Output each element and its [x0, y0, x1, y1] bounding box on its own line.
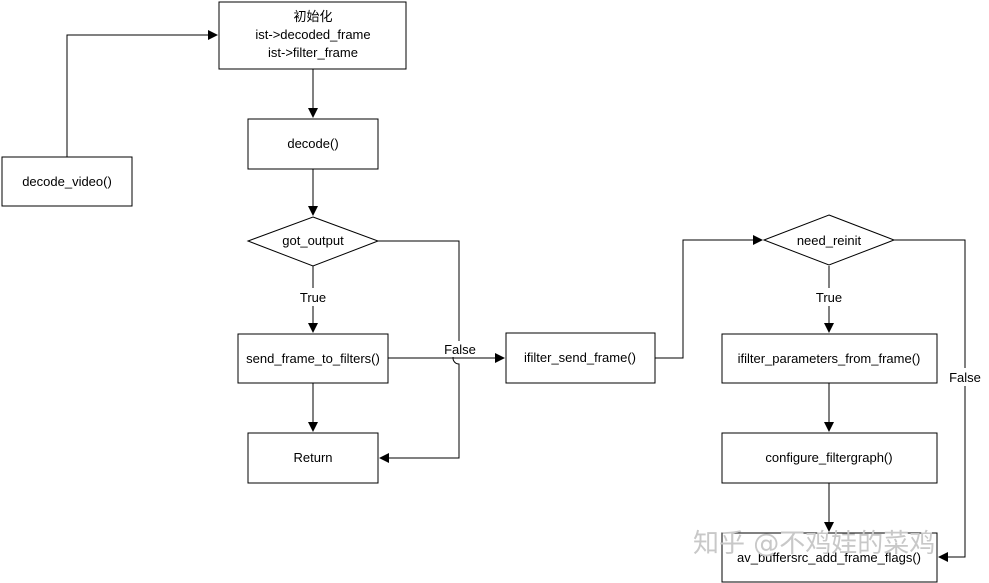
need-reinit-label: need_reinit [797, 233, 862, 248]
init-line-filter-frame: ist->filter_frame [268, 45, 358, 60]
got-output-decision: got_output [246, 216, 380, 267]
edge-label-bg [947, 368, 983, 386]
ifilter-send-frame-node: ifilter_send_frame() [505, 332, 656, 384]
decode-video-label: decode_video() [22, 174, 112, 189]
decode-node: decode() [247, 118, 379, 170]
arrowhead [824, 422, 834, 432]
configure-filtergraph-label: configure_filtergraph() [765, 450, 892, 465]
got-output-true-label: True [300, 290, 326, 305]
ifilter-parameters-from-frame-label: ifilter_parameters_from_frame() [738, 351, 921, 366]
arrowhead [824, 522, 834, 532]
init-title: 初始化 [293, 9, 332, 24]
decode-video-node: decode_video() [1, 156, 133, 207]
edge-label-bg [812, 288, 846, 306]
decode-label: decode() [287, 136, 338, 151]
arrowhead [824, 323, 834, 333]
return-label: Return [293, 450, 332, 465]
arrowhead [308, 323, 318, 333]
arrowhead [938, 552, 948, 562]
got-output-false-label: False [444, 342, 476, 357]
arrowhead [308, 422, 318, 432]
arrowhead [379, 453, 389, 463]
init-line-decoded-frame: ist->decoded_frame [255, 27, 370, 42]
init-node: 初始化 ist->decoded_frame ist->filter_frame [218, 1, 407, 70]
edge-need-reinit-false [894, 239, 966, 558]
send-frame-to-filters-label: send_frame_to_filters() [246, 351, 380, 366]
arrowhead [495, 353, 505, 363]
arrowhead [308, 108, 318, 118]
av-buffersrc-add-frame-flags-node: av_buffersrc_add_frame_flags() [721, 532, 938, 583]
arrowhead [208, 30, 218, 40]
av-buffersrc-add-frame-flags-label: av_buffersrc_add_frame_flags() [737, 550, 921, 565]
edge-label-bg [296, 288, 330, 306]
edge-decode-video-to-init [66, 34, 211, 157]
arrowhead [308, 206, 318, 216]
ifilter-send-frame-label: ifilter_send_frame() [524, 350, 636, 365]
watermark-text: 知乎 @不鸡娃的菜鸡 [693, 529, 935, 559]
got-output-label: got_output [282, 233, 344, 248]
ifilter-parameters-from-frame-node: ifilter_parameters_from_frame() [721, 333, 938, 384]
send-frame-to-filters-node: send_frame_to_filters() [237, 333, 389, 384]
edge-ifilter-send-to-need-reinit [655, 239, 756, 359]
arrowhead [753, 235, 763, 245]
need-reinit-decision: need_reinit [762, 214, 896, 266]
return-node: Return [247, 432, 379, 484]
configure-filtergraph-node: configure_filtergraph() [721, 432, 938, 484]
need-reinit-true-label: True [816, 290, 842, 305]
edge-label-bg [442, 341, 478, 357]
need-reinit-false-label: False [949, 370, 981, 385]
